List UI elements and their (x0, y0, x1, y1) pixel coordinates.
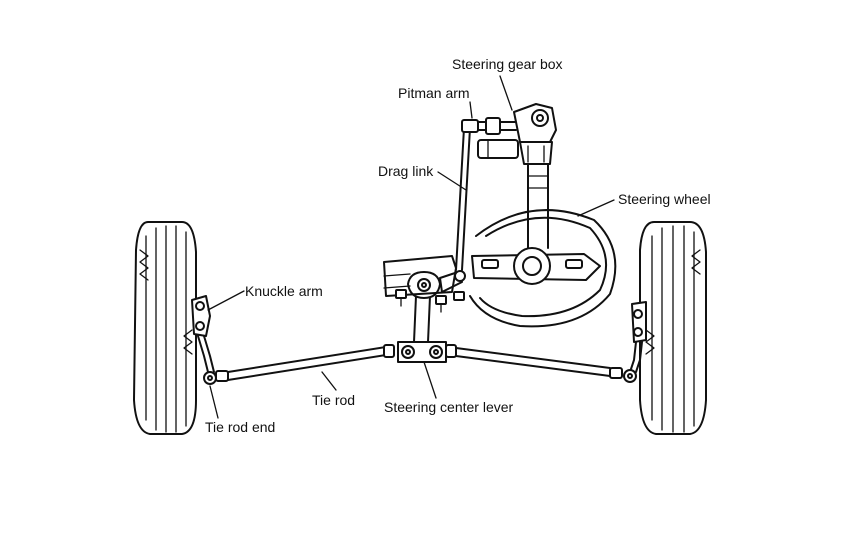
leader-lines (207, 75, 615, 419)
leader-tie-rod (321, 371, 337, 391)
drag-link (455, 127, 471, 271)
steering-wheel (469, 209, 617, 328)
label-drag-link: Drag link (378, 163, 434, 179)
leader-knuckle-arm (207, 290, 245, 311)
right-tie-rod (445, 344, 611, 377)
label-pitman-arm: Pitman arm (398, 85, 470, 101)
right-wheel (639, 221, 707, 435)
steering-center-lever (397, 270, 466, 363)
leader-steering-gear-box (499, 75, 513, 111)
left-tie-rod (227, 344, 395, 381)
label-steering-center-lever: Steering center lever (384, 399, 514, 415)
left-knuckle-assembly (191, 295, 229, 385)
leader-steering-wheel (577, 199, 615, 217)
leader-tie-rod-end (209, 385, 219, 419)
pitman-arm (461, 117, 517, 135)
label-tie-rod: Tie rod (312, 392, 356, 408)
steering-column (527, 163, 549, 249)
leader-steering-center-lever (423, 361, 437, 399)
leader-pitman-arm (469, 101, 473, 119)
frame-bracket (383, 255, 465, 313)
label-tie-rod-end: Tie rod end (205, 419, 276, 435)
leader-drag-link (437, 171, 467, 191)
label-steering-gear-box: Steering gear box (452, 56, 563, 72)
right-knuckle-assembly (609, 301, 647, 383)
label-steering-wheel: Steering wheel (618, 191, 711, 207)
left-wheel (133, 221, 197, 435)
steering-gear-box (477, 103, 557, 165)
label-knuckle-arm: Knuckle arm (245, 283, 323, 299)
